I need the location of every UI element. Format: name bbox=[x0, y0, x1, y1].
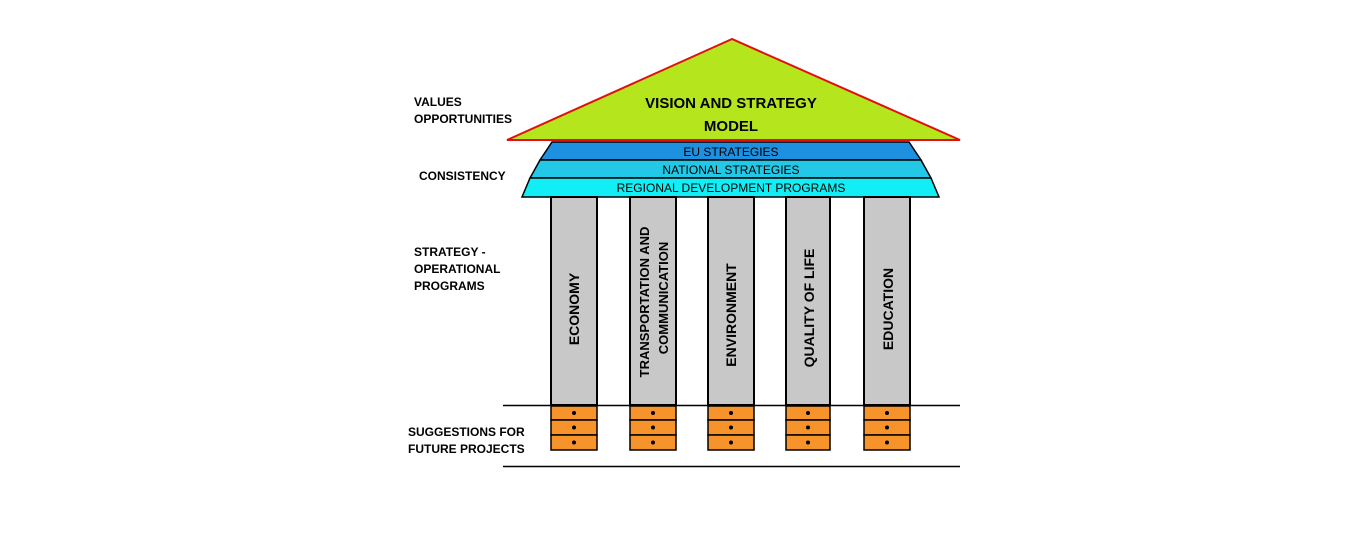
roof-title-line1: VISION AND STRATEGY bbox=[645, 95, 817, 112]
drawer-knob-economy-2 bbox=[572, 425, 576, 430]
drawer-knob-education-1 bbox=[885, 411, 889, 415]
drawer-knob-environment-3 bbox=[729, 440, 733, 445]
pillar-education: EDUCATION bbox=[863, 196, 911, 406]
label-values-opportunities: VALUES OPPORTUNITIES bbox=[414, 95, 513, 126]
project-drawers bbox=[550, 405, 911, 451]
drawer-knob-transportation-3 bbox=[651, 440, 655, 445]
pillar-transportation-label-line2: COMMUNICATION bbox=[656, 242, 671, 354]
pillar-environment: ENVIRONMENT bbox=[707, 196, 755, 406]
drawer-knob-quality-of-life-2 bbox=[806, 425, 810, 430]
drawer-knob-economy-3 bbox=[572, 440, 576, 445]
drawer-knob-environment-2 bbox=[729, 425, 733, 430]
pillar-economy: ECONOMY bbox=[550, 196, 598, 406]
pillar-environment-label: ENVIRONMENT bbox=[723, 263, 739, 367]
pillar-transportation: TRANSPORTATION AND COMMUNICATION bbox=[629, 196, 677, 406]
band-national-strategies-label: NATIONAL STRATEGIES bbox=[662, 163, 799, 177]
pillar-quality-of-life-label: QUALITY OF LIFE bbox=[801, 249, 817, 368]
drawer-knob-environment-1 bbox=[729, 411, 733, 415]
drawer-knob-quality-of-life-1 bbox=[806, 411, 810, 415]
drawer-knob-transportation-2 bbox=[651, 425, 655, 430]
drawer-knob-education-3 bbox=[885, 440, 889, 445]
pillar-economy-label: ECONOMY bbox=[566, 272, 582, 345]
roof-title-line2: MODEL bbox=[704, 118, 758, 135]
pillar-transportation-label-line1: TRANSPORTATION AND bbox=[637, 227, 652, 378]
band-regional-programs-label: REGIONAL DEVELOPMENT PROGRAMS bbox=[617, 181, 846, 195]
band-eu-strategies-label: EU STRATEGIES bbox=[683, 145, 778, 159]
label-strategy-operational-programs: STRATEGY - OPERATIONAL PROGRAMS bbox=[414, 245, 501, 293]
pillar-education-label: EDUCATION bbox=[880, 268, 896, 350]
label-suggestions-future-projects: SUGGESTIONS FOR FUTURE PROJECTS bbox=[408, 425, 525, 456]
pillar-quality-of-life: QUALITY OF LIFE bbox=[785, 196, 831, 406]
label-consistency: CONSISTENCY bbox=[419, 169, 506, 183]
band-regional-programs bbox=[520, 177, 941, 198]
drawer-knob-economy-1 bbox=[572, 411, 576, 415]
drawer-knob-quality-of-life-3 bbox=[806, 440, 810, 445]
drawer-knob-education-2 bbox=[885, 425, 889, 430]
roof-triangle bbox=[506, 37, 961, 141]
drawer-knob-transportation-1 bbox=[651, 411, 655, 415]
